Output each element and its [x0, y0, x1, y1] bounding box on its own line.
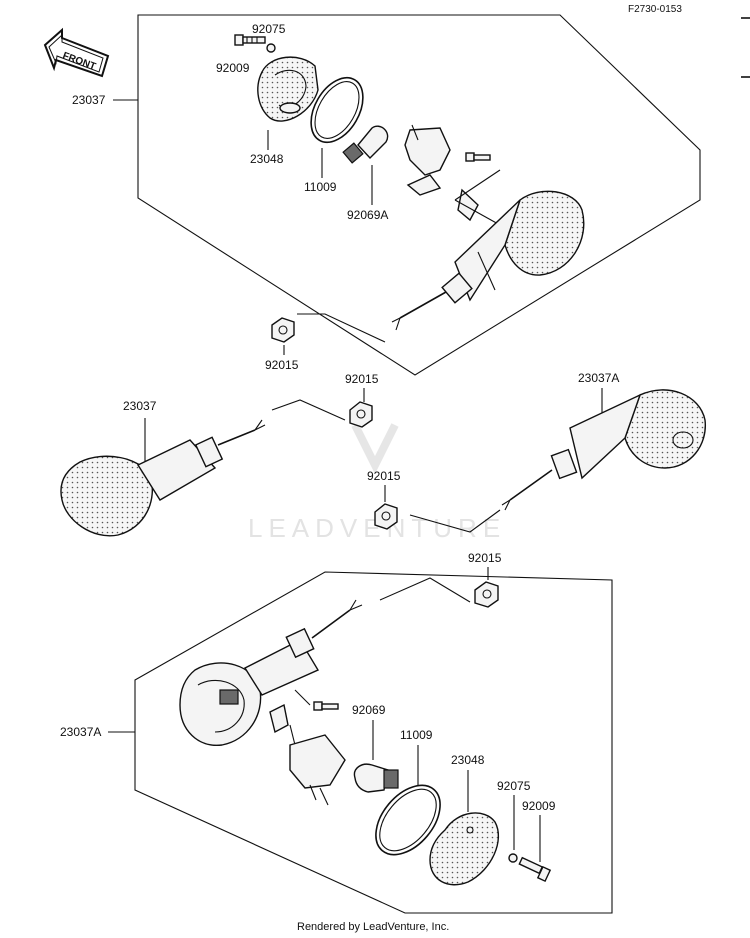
- gasket-11009-top: [310, 76, 364, 144]
- figure-code: F2730-0153: [628, 4, 682, 15]
- callout-92009-top: 92009: [216, 61, 250, 75]
- screw-92009-top: [234, 34, 266, 46]
- callout-11009-top: 11009: [304, 180, 337, 194]
- callout-92069-bottom: 92069: [352, 703, 386, 717]
- lens-23048-bottom: [429, 812, 500, 886]
- turn-signal-left-assembled: [60, 419, 266, 537]
- leader-line: [297, 313, 386, 343]
- reflector-bracket-bottom: [289, 734, 346, 806]
- screw-92009-bottom: [518, 856, 552, 883]
- footer-credit: Rendered by LeadVenture, Inc.: [297, 921, 449, 933]
- gasket-11009-bottom: [375, 784, 441, 856]
- reflector-bracket-top: [404, 124, 451, 196]
- washer-92075-bottom: [508, 853, 518, 863]
- callout-92009-bottom: 92009: [522, 799, 556, 813]
- watermark: LEADVENTURE: [248, 423, 506, 543]
- callout-23048-bottom: 23048: [451, 753, 485, 767]
- mount-clamp-top: [457, 188, 479, 222]
- callout-92015-bottom: 92015: [468, 551, 502, 565]
- leader-line: [379, 577, 471, 603]
- leader-line: [271, 399, 346, 421]
- callout-23037A-bottom: 23037A: [60, 725, 101, 739]
- callout-23048-top: 23048: [250, 152, 284, 166]
- callout-92069A: 92069A: [347, 208, 388, 222]
- washer-92075-top: [266, 43, 276, 53]
- leader-line: [454, 199, 501, 226]
- leader-line: [454, 169, 501, 201]
- bulb-92069: [353, 763, 399, 793]
- callout-92075-bottom: 92075: [497, 779, 531, 793]
- nut-92015-upper: [271, 317, 295, 343]
- nut-92015-mid-lower: [374, 503, 398, 530]
- bulb-92069A: [342, 125, 389, 164]
- callout-23037A-mid: 23037A: [578, 371, 619, 385]
- nut-92015-bottom: [474, 581, 499, 608]
- bottom-assembly-box: [134, 571, 613, 914]
- callout-92015-mid: 92015: [345, 372, 379, 386]
- screw-small-top: [465, 152, 491, 162]
- mount-clamp-bottom: [269, 703, 289, 734]
- screw-small-bottom: [313, 701, 339, 711]
- callout-92015-mid-lower: 92015: [367, 469, 401, 483]
- front-arrow-icon: FRONT: [43, 27, 110, 78]
- callout-92015-upper: 92015: [265, 358, 299, 372]
- turn-signal-right-assembled: [501, 389, 706, 511]
- callout-23037-mid: 23037: [123, 399, 157, 413]
- leader-line: [289, 724, 296, 746]
- leader-line: [294, 689, 311, 706]
- watermark-text: LEADVENTURE: [248, 513, 506, 543]
- nut-92015-mid: [349, 401, 373, 428]
- top-assembly-box: [137, 14, 701, 376]
- leader-line: [409, 509, 501, 533]
- turn-signal-body-bottom: [179, 599, 363, 746]
- turn-signal-body-top: [391, 190, 585, 331]
- callout-92075-top: 92075: [252, 22, 286, 36]
- lens-23048-top: [257, 56, 319, 122]
- callout-23037-top: 23037: [72, 93, 106, 107]
- callout-11009-bottom: 11009: [400, 728, 433, 742]
